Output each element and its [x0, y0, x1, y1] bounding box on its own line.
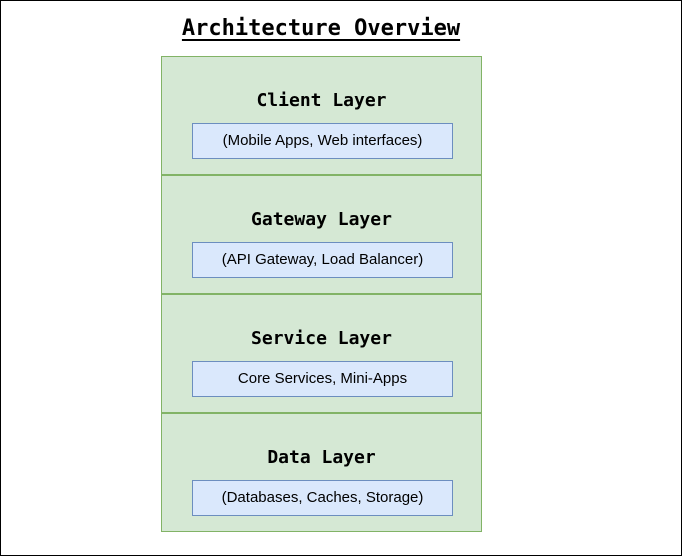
layer-components-box[interactable]: Core Services, Mini-Apps: [192, 361, 453, 397]
layer-service[interactable]: Service Layer Core Services, Mini-Apps: [161, 294, 482, 413]
layer-components-label: Core Services, Mini-Apps: [237, 370, 408, 387]
layer-data[interactable]: Data Layer (Databases, Caches, Storage): [161, 413, 482, 532]
layer-components-label: (API Gateway, Load Balancer): [221, 251, 424, 268]
layer-title: Gateway Layer: [251, 209, 392, 230]
page-title: Architecture Overview: [181, 16, 461, 41]
layer-components-box[interactable]: (Mobile Apps, Web interfaces): [192, 123, 453, 159]
layer-components-box[interactable]: (API Gateway, Load Balancer): [192, 242, 453, 278]
architecture-layer-stack: Client Layer (Mobile Apps, Web interface…: [161, 56, 482, 532]
layer-title: Service Layer: [251, 328, 392, 349]
layer-gateway[interactable]: Gateway Layer (API Gateway, Load Balance…: [161, 175, 482, 294]
layer-components-box[interactable]: (Databases, Caches, Storage): [192, 480, 453, 516]
layer-client[interactable]: Client Layer (Mobile Apps, Web interface…: [161, 56, 482, 175]
layer-components-label: (Databases, Caches, Storage): [221, 489, 424, 506]
layer-title: Client Layer: [256, 90, 387, 111]
layer-title: Data Layer: [267, 447, 376, 468]
layer-components-label: (Mobile Apps, Web interfaces): [222, 132, 423, 149]
